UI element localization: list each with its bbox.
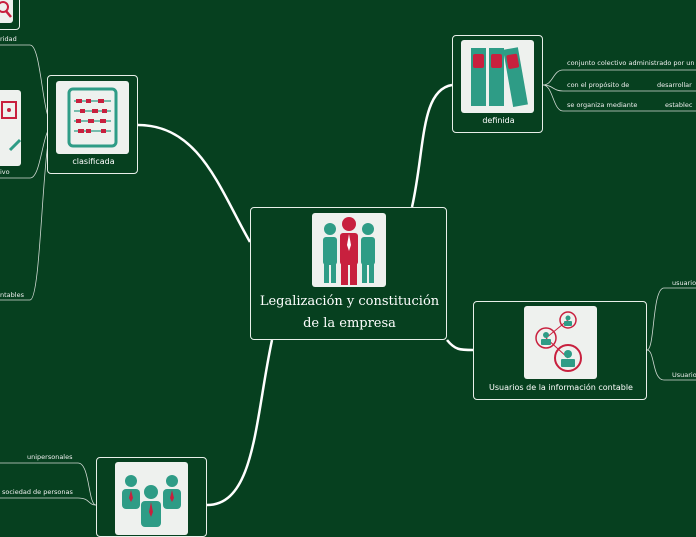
partial-node-lower-left[interactable] [0,215,2,287]
leaf-definida-3[interactable]: se organiza mediante [567,101,638,109]
leaf-definida-1[interactable]: conjunto colectivo administrado por un [567,59,695,67]
node-bottom[interactable] [96,457,207,537]
branch-to-definida [410,83,453,208]
branch-to-usuarios [446,339,474,352]
abacus-icon [67,87,118,148]
leaf-definida-3b[interactable]: establec [665,101,693,109]
node-clasificada-label: clasificada [72,157,115,166]
node-usuarios-label: Usuarios de la información contable [489,383,633,392]
node-usuarios[interactable]: Usuarios de la información contable [473,301,647,400]
central-title-line2: de la empresa [303,316,396,331]
partial-node-top-left[interactable] [0,0,20,30]
central-node[interactable]: Legalización y constitución de la empres… [250,207,447,340]
leaf-bottom-1[interactable]: unipersonales [27,453,73,461]
magnifier-icon [0,1,12,18]
network-users-icon [535,311,582,372]
leaf-definida-2[interactable]: con el propósito de [567,81,630,89]
branch-to-bottom [206,339,274,507]
leaf-clasificada-1[interactable]: ridad [0,35,17,43]
node-definida-label: definida [482,116,515,125]
group-people-icon [122,475,181,527]
node-clasificada[interactable]: clasificada [47,75,138,174]
leaf-bottom-2[interactable]: sociedad de personas [2,488,73,496]
leaf-usuarios-2[interactable]: Usuario [672,371,696,379]
leaf-definida-2b[interactable]: desarrollar [657,81,692,89]
leaf-usuarios-1[interactable]: usuario [672,279,696,287]
branch-to-clasificada [137,123,252,243]
partial-node-mid-left[interactable] [0,90,24,170]
node-definida[interactable]: definida [452,35,543,133]
leaf-clasificada-3[interactable]: ntables [0,291,24,299]
binders-icon [471,47,528,107]
document-icon [1,101,21,152]
leaf-clasificada-2[interactable]: ivo [0,168,10,176]
central-title-line1: Legalización y constitución [259,294,440,309]
business-people-icon [323,217,375,285]
